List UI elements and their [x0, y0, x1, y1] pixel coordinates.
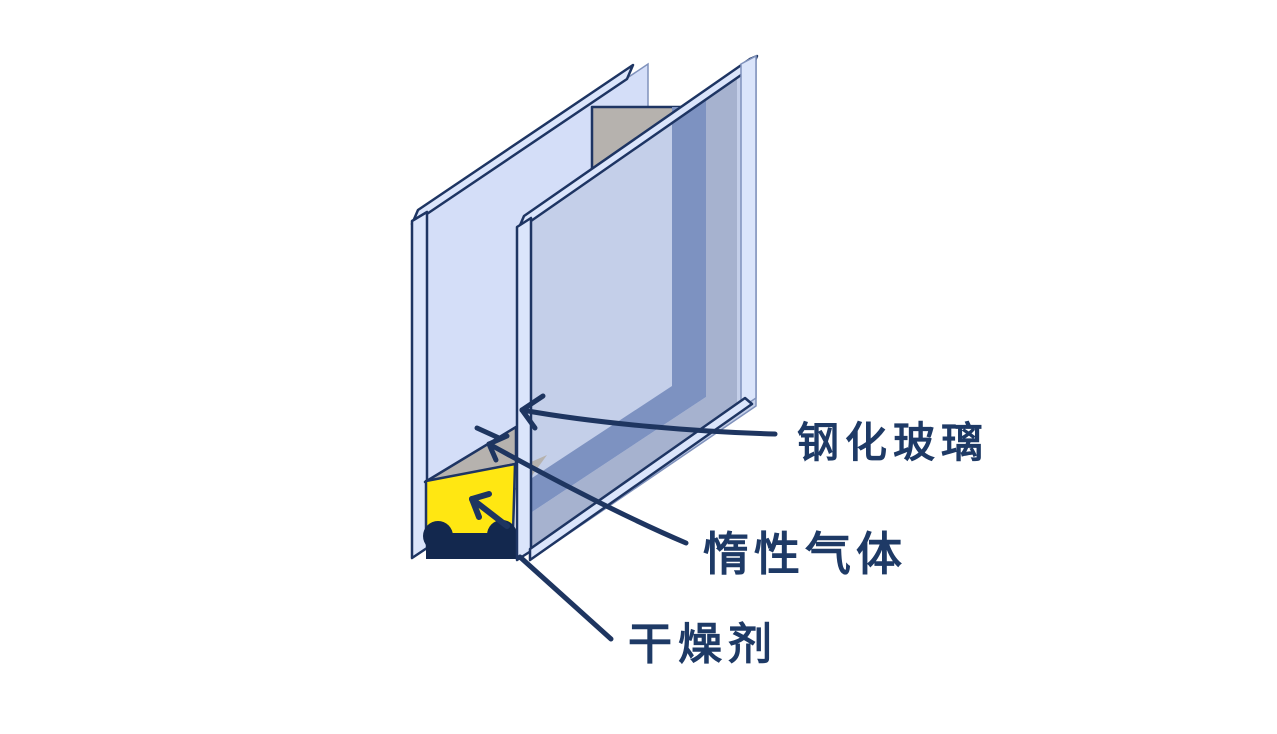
desiccant-pointer [517, 554, 614, 642]
spacer-frame-through-glass-dark [532, 96, 706, 512]
back-pane-left-edge [515, 216, 533, 562]
back-pane-bottom-edge [528, 396, 754, 562]
desiccant-label: 干燥剂 [628, 619, 778, 670]
sealant-block [426, 533, 516, 559]
tempered-glass-label: 钢化玻璃 [797, 418, 989, 467]
desiccant-box-arrow [469, 491, 510, 529]
front-pane-top-edge [410, 63, 635, 226]
tempered-glass-pointer [519, 393, 778, 437]
back-pane-right-edge [740, 54, 757, 410]
inert-gas-label: 惰性气体 [703, 527, 907, 581]
inert-gas-pointer [474, 425, 689, 546]
